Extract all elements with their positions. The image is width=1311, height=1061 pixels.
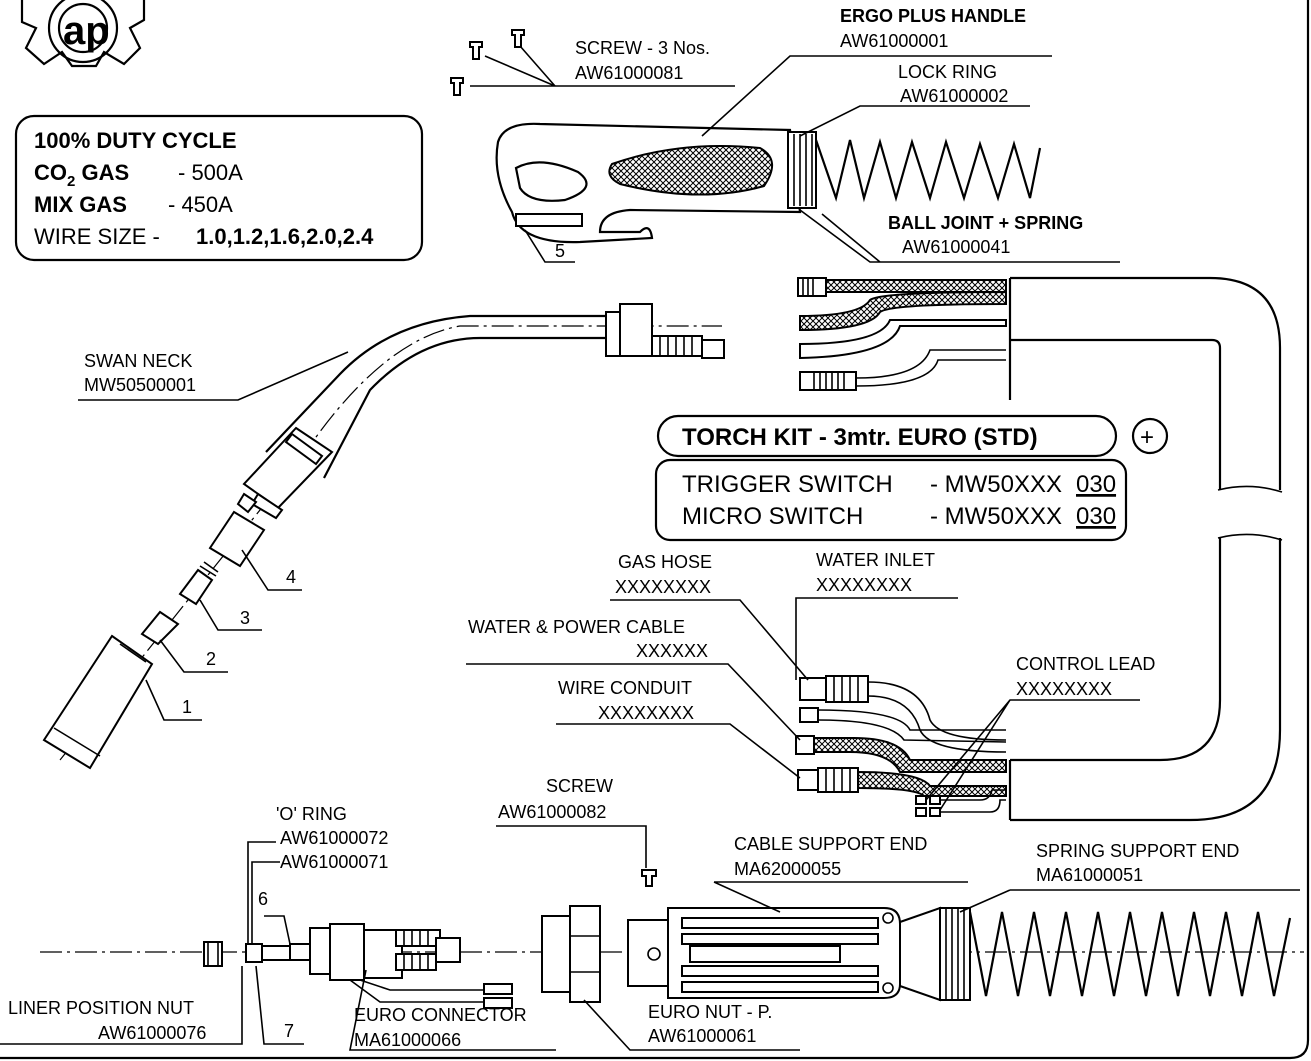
ergo-handle-name: ERGO PLUS HANDLE (840, 6, 1026, 26)
water-inlet-code: XXXXXXXX (816, 575, 912, 595)
lock-ring-code: AW61000002 (900, 86, 1008, 106)
leader-item-6 (264, 915, 291, 945)
company-logo-icon: ap (20, 0, 146, 68)
euro-connector-drawing (40, 869, 1304, 1009)
leader-item-1 (145, 679, 202, 721)
leader-screw (496, 825, 647, 868)
swan-neck-name: SWAN NECK (84, 351, 192, 371)
leader-item-2 (159, 639, 228, 673)
trigger-switch-label: TRIGGER SWITCH (682, 471, 893, 498)
torch-kit-title: TORCH KIT - 3mtr. EURO (STD) (682, 424, 1038, 451)
leader-item-5 (524, 229, 575, 263)
lock-ring-name: LOCK RING (898, 62, 997, 82)
leader-ball-joint (799, 209, 1120, 263)
screw3-name: SCREW - 3 Nos. (575, 38, 710, 58)
item-number-6: 6 (258, 889, 268, 909)
leader-item-3 (199, 599, 262, 631)
liner-nut-name: LINER POSITION NUT (8, 998, 194, 1018)
euro-nut-code: AW61000061 (648, 1026, 756, 1046)
gas-hose-code: XXXXXXXX (615, 577, 711, 597)
leader-gas-hose (610, 599, 809, 681)
screw-name: SCREW (546, 776, 613, 796)
gas-hose-name: GAS HOSE (618, 552, 712, 572)
leader-control-lead (925, 699, 1140, 811)
leader-liner-nut (0, 966, 243, 1045)
wire-conduit-name: WIRE CONDUIT (558, 678, 692, 698)
o-ring2-code: AW61000071 (280, 852, 388, 872)
spring-support-name: SPRING SUPPORT END (1036, 841, 1239, 861)
micro-switch-suffix: 030 (1076, 503, 1116, 530)
duty-cycle-box: 100% DUTY CYCLE CO2 GAS - 500A MIX GAS -… (14, 114, 424, 262)
leader-spring-support (959, 889, 1300, 913)
leader-ergo (701, 55, 1052, 137)
euro-nut-name: EURO NUT - P. (648, 1002, 772, 1022)
item-number-4: 4 (286, 567, 296, 587)
leader-wire-conduit (556, 723, 801, 779)
o-ring-name: 'O' RING (276, 804, 347, 824)
plus-symbol: + (1140, 424, 1154, 451)
o-ring-code: AW61000072 (280, 828, 388, 848)
cable-assembly-drawing (795, 276, 1283, 822)
screw3-code: AW61000081 (575, 63, 683, 83)
swan-neck-code: MW50500001 (84, 375, 196, 395)
mix-gas-label: MIX GAS (34, 192, 127, 217)
euro-connector-code: MA61000066 (354, 1030, 461, 1050)
plus-circle-icon (1131, 417, 1169, 455)
liner-nut-code: AW61000076 (98, 1023, 206, 1043)
mix-gas-value: - 450A (168, 192, 233, 217)
leader-item-4 (241, 549, 302, 591)
torch-kit-box: TORCH KIT - 3mtr. EURO (STD) + TRIGGER S… (654, 414, 1169, 542)
leader-item-7 (255, 965, 304, 1045)
leader-o-ring (247, 841, 280, 944)
co2-label: CO2 GAS (34, 160, 129, 190)
item-number-1: 1 (182, 697, 192, 717)
leader-water-power (466, 663, 801, 741)
ergo-handle-code: AW61000001 (840, 31, 948, 51)
screw-code: AW61000082 (498, 802, 606, 822)
leader-euro-nut (583, 999, 800, 1051)
cable-support-name: CABLE SUPPORT END (734, 834, 927, 854)
trigger-switch-suffix: 030 (1076, 471, 1116, 498)
item-number-2: 2 (206, 649, 216, 669)
control-lead-code: XXXXXXXX (1016, 679, 1112, 699)
wire-conduit-code: XXXXXXXX (598, 703, 694, 723)
cable-support-code: MA62000055 (734, 859, 841, 879)
co2-value: - 500A (178, 160, 243, 185)
item-number-7: 7 (284, 1021, 294, 1041)
ball-joint-name: BALL JOINT + SPRING (888, 213, 1083, 233)
leader-swan-neck (78, 351, 349, 401)
ball-joint-code: AW61000041 (902, 237, 1010, 257)
control-lead-name: CONTROL LEAD (1016, 654, 1155, 674)
ergo-handle-drawing (495, 122, 1042, 244)
leader-cable-support (713, 881, 968, 913)
item-number-5: 5 (555, 241, 565, 261)
wire-size-label: WIRE SIZE - (34, 224, 160, 249)
leader-euro-connector (349, 969, 556, 1051)
duty-cycle-title: 100% DUTY CYCLE (34, 128, 237, 153)
wire-size-value: 1.0,1.2,1.6,2.0,2.4 (196, 224, 374, 249)
water-power-code: XXXXXX (636, 641, 708, 661)
swan-neck-drawing (42, 303, 725, 770)
trigger-switch-code: - MW50XXX (930, 471, 1062, 498)
svg-text:ap: ap (63, 9, 110, 53)
euro-connector-name: EURO CONNECTOR (354, 1005, 527, 1025)
water-inlet-name: WATER INLET (816, 550, 935, 570)
water-power-name: WATER & POWER CABLE (468, 617, 685, 637)
leader-lock-ring (799, 105, 1030, 137)
screw-icons (450, 29, 735, 96)
micro-switch-code: - MW50XXX (930, 503, 1062, 530)
leader-water-inlet (795, 597, 958, 680)
spring-support-code: MA61000051 (1036, 865, 1143, 885)
item-number-3: 3 (240, 608, 250, 628)
micro-switch-label: MICRO SWITCH (682, 503, 863, 530)
